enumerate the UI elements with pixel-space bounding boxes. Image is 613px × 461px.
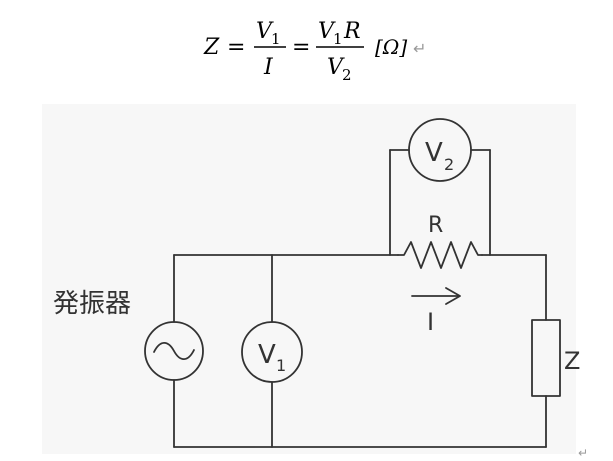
- formula-unit: [Ω]: [375, 35, 407, 59]
- impedance-label: Z: [564, 347, 580, 375]
- voltmeter-v2-letter: V: [425, 138, 443, 168]
- current-arrow-head: [445, 287, 461, 305]
- voltmeter-v2-sub: 2: [444, 155, 454, 174]
- voltmeter-v1-sub: 1: [276, 356, 286, 375]
- formula-equals-2: =: [292, 35, 310, 60]
- voltmeter-v1-symbol: [241, 321, 303, 383]
- frac2-denominator-sub: 2: [342, 66, 352, 84]
- formula-z: Z: [203, 35, 220, 60]
- frac1-numerator-v: V: [256, 19, 274, 44]
- oscillator-symbol: [144, 321, 204, 381]
- formula-svg: Z = V 1 I = V 1 R V 2 [Ω] ↵: [203, 19, 426, 84]
- circuit-diagram: 発振器 V 1 V 2 R I Z ↵: [0, 90, 613, 460]
- sine-wave-icon: [153, 341, 195, 361]
- voltmeter-v2-symbol: [408, 118, 472, 182]
- frac2-numerator-sub: 1: [333, 30, 343, 48]
- frac1-denominator: I: [263, 55, 274, 80]
- frac2-numerator-v: V: [318, 19, 336, 44]
- formula-return-mark: ↵: [413, 39, 426, 58]
- formula-equals-1: =: [227, 35, 245, 60]
- scan-background: [42, 104, 576, 454]
- impedance-formula: Z = V 1 I = V 1 R V 2 [Ω] ↵: [0, 4, 613, 90]
- frac1-numerator-sub: 1: [271, 30, 281, 48]
- voltmeter-v1-letter: V: [258, 340, 276, 370]
- resistor-label: R: [428, 213, 443, 238]
- frac2-numerator-r: R: [343, 19, 361, 44]
- circuit-svg: 発振器 V 1 V 2 R I Z ↵: [42, 104, 588, 460]
- impedance-z-box: [531, 319, 561, 397]
- frac2-denominator-v: V: [327, 55, 345, 80]
- current-label: I: [427, 308, 434, 336]
- corner-return-mark: ↵: [578, 446, 588, 457]
- resistor-zigzag: [397, 241, 483, 269]
- oscillator-label: 発振器: [53, 289, 131, 319]
